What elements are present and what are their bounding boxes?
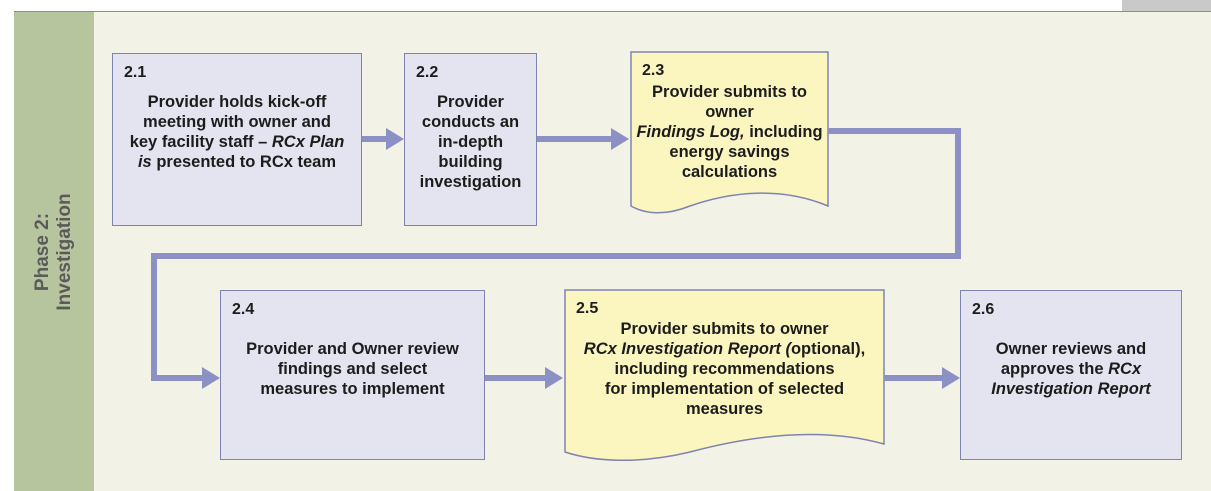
- step-description-line: Provider holds kick-off: [117, 92, 357, 112]
- step-text-segment: including recommendations: [614, 360, 835, 378]
- step-description-line: Provider submits to owner: [635, 82, 824, 122]
- step-text-segment: Provider: [437, 93, 504, 111]
- step-description-line: investigation: [409, 172, 532, 192]
- step-description-line: findings and select: [225, 359, 480, 379]
- step-text-segment: measures: [685, 400, 764, 418]
- step-text-segment: Provider submits to owner: [652, 83, 807, 121]
- connector-2-4-to-2-5: [485, 367, 563, 389]
- step-description: Provider holds kick-off meeting with owne…: [117, 92, 357, 172]
- step-description-line: is presented to RCx team: [117, 152, 357, 172]
- step-text-segment: measures to implement: [260, 380, 445, 398]
- step-description-line: Investigation Report: [965, 379, 1177, 399]
- step-box-2-2: 2.2 Provider conducts an in-depth building i…: [404, 53, 537, 226]
- corner-image-fragment: [1122, 0, 1211, 11]
- step-text-segment: Provider holds kick-off: [147, 93, 327, 111]
- step-text-segment: Provider submits to owner: [620, 320, 829, 338]
- step-text-segment: approves the: [1000, 360, 1109, 378]
- step-description: Provider conducts an in-depth building inves…: [409, 92, 532, 192]
- step-text-emphasis: RCx Plan: [271, 133, 345, 151]
- step-description-line: building: [409, 152, 532, 172]
- step-number: 2.2: [416, 64, 439, 81]
- step-description-line: Findings Log, including: [635, 122, 824, 142]
- step-text-emphasis: RCx Investigation Report (: [583, 340, 791, 358]
- step-number: 2.6: [972, 301, 995, 318]
- connector-2-1-to-2-2: [362, 128, 404, 150]
- step-text-segment: calculations: [681, 163, 778, 181]
- phase-sidebar: [14, 12, 94, 491]
- connector-2-2-to-2-3: [537, 128, 629, 150]
- connector-2-5-to-2-6: [884, 367, 960, 389]
- document-shape-2-3: [630, 51, 829, 214]
- step-description-line: Provider: [409, 92, 532, 112]
- step-description-line: Provider submits to owner: [569, 319, 880, 339]
- step-text-emphasis: Findings Log,: [636, 123, 745, 141]
- connector-2-3-to-2-4: [151, 128, 961, 389]
- step-description: Provider and Owner review findings and se…: [225, 339, 480, 399]
- step-description-line: Provider and Owner review: [225, 339, 480, 359]
- step-text-emphasis: Investigation Report: [991, 380, 1151, 398]
- step-description-line: conducts an: [409, 112, 532, 132]
- step-number: 2.1: [124, 64, 147, 81]
- top-border-line: [14, 11, 1211, 12]
- step-text-segment: presented to RCx team: [151, 153, 337, 171]
- step-box-2-4: 2.4 Provider and Owner review findings an…: [220, 290, 485, 460]
- step-text-segment: conducts an: [421, 113, 520, 131]
- step-number: 2.5: [576, 300, 599, 317]
- step-text-segment: building: [438, 153, 503, 171]
- step-description-line: measures to implement: [225, 379, 480, 399]
- step-text-segment: meeting with owner and: [143, 113, 331, 131]
- step-text-segment: investigation: [419, 173, 522, 191]
- step-text-segment: key facility staff –: [129, 133, 272, 151]
- step-description-line: energy savings: [635, 142, 824, 162]
- step-text-segment: Provider and Owner review: [246, 340, 459, 358]
- step-description-line: including recommendations: [569, 359, 880, 379]
- step-description-line: approves the RCx: [965, 359, 1177, 379]
- step-description-line: key facility staff – RCx Plan: [117, 132, 357, 152]
- step-description-line: meeting with owner and: [117, 112, 357, 132]
- step-text-segment: Owner reviews and: [995, 340, 1147, 358]
- step-description-line: calculations: [635, 162, 824, 182]
- step-text-segment: including: [744, 123, 823, 141]
- step-description-line: in-depth: [409, 132, 532, 152]
- step-description-line: Owner reviews and: [965, 339, 1177, 359]
- step-text-segment: energy savings: [669, 143, 790, 161]
- step-text-segment: findings and select: [277, 360, 428, 378]
- step-text-segment: for implementation of selected: [604, 380, 845, 398]
- document-shape-2-5: [564, 289, 885, 461]
- step-text-emphasis: RCx: [1108, 360, 1142, 378]
- step-description-line: for implementation of selected: [569, 379, 880, 399]
- step-text-emphasis: is: [137, 153, 152, 171]
- step-text-segment: in-depth: [437, 133, 504, 151]
- step-text-segment: optional),: [790, 340, 866, 358]
- step-description-line: measures: [569, 399, 880, 419]
- step-box-2-1: 2.1 Provider holds kick-off meeting with …: [112, 53, 362, 226]
- step-description-line: RCx Investigation Report (optional),: [569, 339, 880, 359]
- step-number: 2.4: [232, 301, 255, 318]
- step-number: 2.3: [642, 62, 665, 79]
